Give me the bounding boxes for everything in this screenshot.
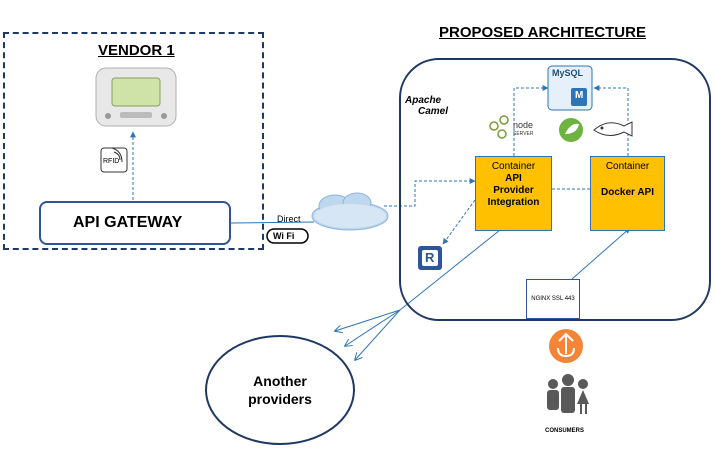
mysql-icon	[547, 65, 593, 111]
vendor-boundary	[3, 32, 264, 250]
load-balancer-icon	[549, 329, 583, 363]
api-gateway-label: API GATEWAY	[73, 214, 183, 231]
container1-line1: Container	[491, 161, 536, 172]
direct-label: Direct	[277, 214, 301, 224]
architecture-boundary	[399, 58, 711, 321]
container2-line2: Docker API	[601, 187, 654, 198]
rfid-icon	[100, 147, 128, 173]
providers-label: Another providers	[206, 335, 354, 445]
thermostat-icon	[95, 67, 177, 127]
camel-label-2: Camel	[418, 106, 449, 117]
nginx-label: NGINX SSL 443	[531, 296, 575, 302]
camel-label-1: Apache	[405, 95, 442, 106]
architecture-title: PROPOSED ARCHITECTURE	[439, 24, 646, 41]
container1-line3: Provider	[493, 185, 534, 196]
api-gateway-box: API GATEWAY	[39, 201, 231, 245]
container1-line4: Integration	[487, 197, 540, 208]
vendor-title: VENDOR 1	[98, 42, 175, 59]
providers-line2: providers	[248, 391, 312, 407]
rfid-label: RFID	[103, 158, 120, 165]
mysql-badge: M	[575, 90, 584, 101]
consumers-icon	[547, 374, 589, 414]
providers-line1: Another	[253, 373, 307, 389]
wifi-label: Wi Fi	[273, 231, 295, 241]
spring-icon	[559, 118, 583, 142]
wifi-icon	[266, 228, 309, 244]
node-sub-label: SERVER	[513, 131, 534, 137]
nginx-container2-link	[571, 227, 631, 280]
api-provider-container: Container API Provider Integration	[475, 156, 552, 231]
mysql-label: MySQL	[552, 68, 584, 78]
nginx-box: NGINX SSL 443	[526, 279, 580, 319]
consumers-label: CONSUMERS	[545, 428, 585, 434]
docker-api-container: Container Docker API	[590, 156, 665, 231]
node-server-icon	[489, 115, 509, 139]
container2-line1: Container	[605, 161, 650, 172]
flask-icon	[593, 121, 633, 137]
node-label: node	[513, 120, 534, 130]
container1-line2: API	[505, 173, 522, 184]
cloud-icon	[311, 192, 389, 231]
container1-redis-link	[442, 199, 476, 245]
redis-letter: R	[425, 250, 435, 265]
container1-mysql-link	[513, 85, 549, 156]
providers-ellipse	[205, 335, 355, 445]
gateway-cloud-link	[230, 221, 315, 224]
redis-icon	[418, 246, 442, 270]
